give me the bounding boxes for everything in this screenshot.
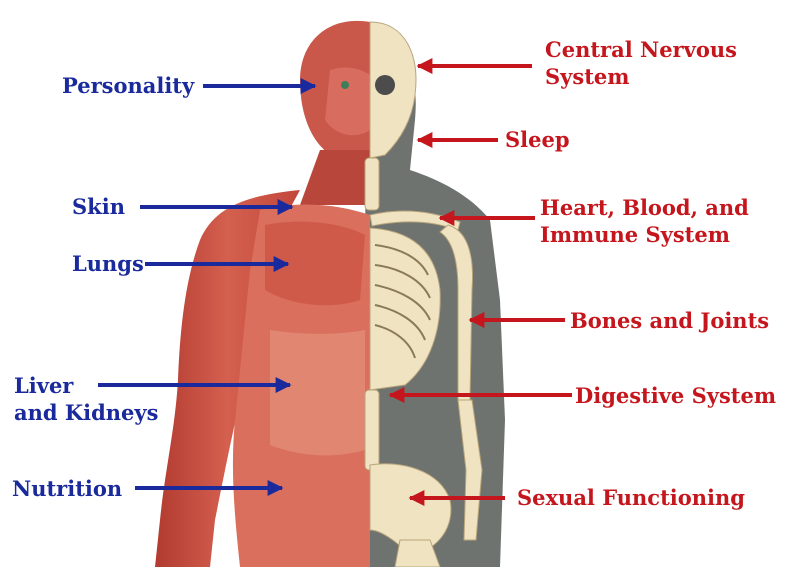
label-sleep: Sleep (505, 126, 570, 153)
label-central-nervous-system: Central Nervous System (545, 36, 737, 90)
label-lungs: Lungs (72, 250, 144, 277)
label-heart-blood-immune: Heart, Blood, and Immune System (540, 194, 749, 248)
label-digestive-system: Digestive System (575, 382, 776, 409)
label-skin: Skin (72, 193, 125, 220)
muscle-half (155, 21, 370, 567)
label-bones-joints: Bones and Joints (570, 307, 769, 334)
label-nutrition: Nutrition (12, 475, 122, 502)
label-personality: Personality (62, 72, 194, 99)
label-liver-kidneys: Liver and Kidneys (14, 372, 158, 426)
label-sexual-functioning: Sexual Functioning (517, 484, 745, 511)
